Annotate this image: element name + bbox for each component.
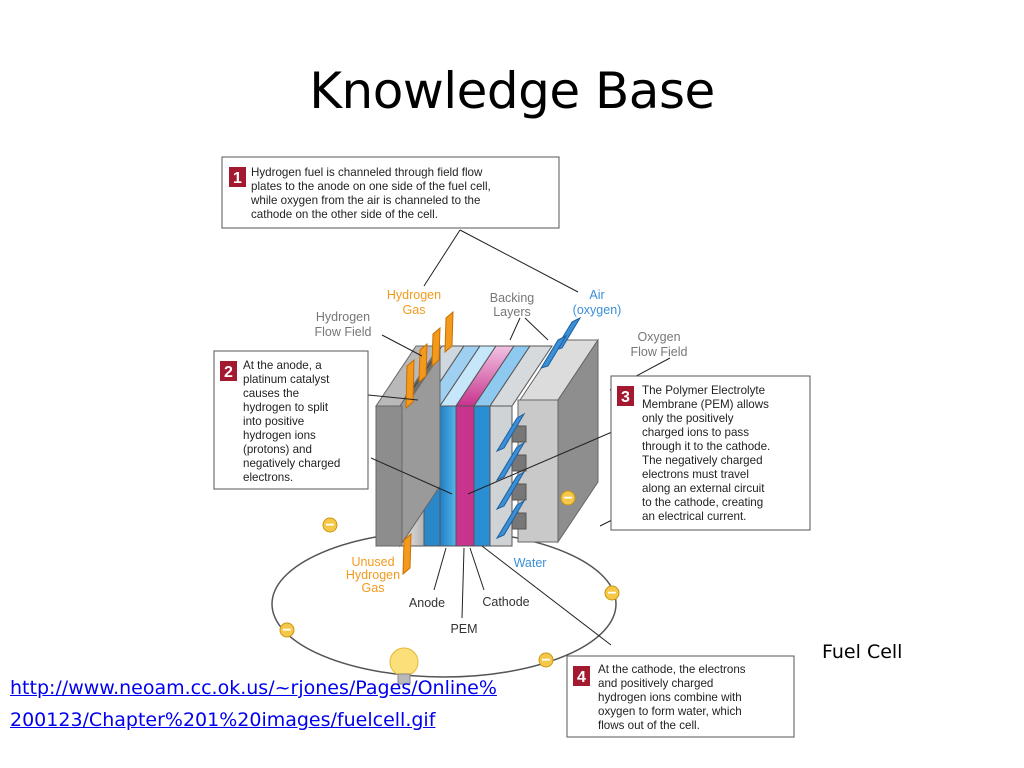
step-text-line: At the cathode, the electrons (598, 663, 746, 676)
label-air: (oxygen) (573, 303, 622, 317)
hydrogen-inflow-arrows (402, 310, 454, 576)
label-hydrogen-gas: Hydrogen (387, 288, 441, 302)
step-text-line: oxygen to form water, which (598, 705, 742, 718)
svg-text:−: − (325, 517, 334, 534)
electron-marker: − (560, 490, 576, 507)
label-unused-hydrogen: Gas (362, 581, 385, 595)
oxygen-inflow-arrows (539, 316, 582, 369)
label-backing-layers: Backing (490, 291, 535, 305)
label-hydrogen-flow-field: Flow Field (315, 325, 372, 339)
label-oxygen-flow-field: Flow Field (631, 345, 688, 359)
svg-text:−: − (282, 622, 291, 639)
label-hydrogen-gas: Gas (403, 303, 426, 317)
step-text-line: into positive (243, 415, 304, 428)
step-text-line: cathode on the other side of the cell. (251, 208, 438, 221)
label-hydrogen-flow-field: Hydrogen (316, 310, 370, 324)
step-text-line: hydrogen ions combine with (598, 691, 742, 704)
step-number: 2 (224, 364, 233, 381)
step-text-line: only the positively (642, 412, 734, 425)
step-text-line: hydrogen to split (243, 401, 329, 414)
label-backing-layers: Layers (493, 305, 531, 319)
label-anode: Anode (409, 596, 445, 610)
step-number: 1 (233, 170, 242, 187)
water-outflow-arrows (495, 412, 526, 540)
step-text-line: hydrogen ions (243, 429, 316, 442)
step-text-line: along an external circuit (642, 482, 765, 495)
step-text-line: platinum catalyst (243, 373, 330, 386)
electron-marker: − (279, 622, 295, 639)
step-4-callout: 4 At the cathode, the electrons and posi… (566, 655, 795, 738)
label-pem: PEM (450, 622, 477, 636)
step-text-line: The negatively charged (642, 454, 763, 467)
step-text-line: (protons) and (243, 443, 312, 456)
step-text-line: The Polymer Electrolyte (642, 384, 765, 397)
step-text-line: flows out of the cell. (598, 719, 700, 732)
step-text-line: Hydrogen fuel is channeled through field… (251, 166, 483, 179)
electron-marker: − (322, 517, 338, 534)
step-badge (617, 386, 634, 406)
step-text-line: At the anode, a (243, 359, 322, 372)
step-text-line: through it to the cathode. (642, 440, 770, 453)
step-text-line: to the cathode, creating (642, 496, 763, 509)
electron-marker: − (604, 585, 620, 602)
step-number: 3 (621, 389, 630, 406)
label-cathode: Cathode (482, 595, 529, 609)
light-bulb-icon (389, 647, 419, 685)
step-text-line: plates to the anode on one side of the f… (251, 180, 491, 193)
step-text-line: negatively charged (243, 457, 340, 470)
image-caption: Fuel Cell (822, 641, 903, 663)
step-1-callout: 1 Hydrogen fuel is channeled through fie… (221, 156, 560, 229)
slide-title: Knowledge Base (309, 62, 715, 120)
electrons: − − − − − (279, 490, 620, 669)
step-3-callout: 3 The Polymer Electrolyte Membrane (PEM)… (610, 375, 811, 531)
step-text-line: and positively charged (598, 677, 713, 690)
label-air: Air (589, 288, 604, 302)
step-2-callout: 2 At the anode, a platinum catalyst caus… (213, 350, 369, 490)
step-text-line: Membrane (PEM) allows (642, 398, 769, 411)
label-oxygen-flow-field: Oxygen (637, 330, 680, 344)
step-badge (229, 167, 246, 187)
step-text-line: an electrical current. (642, 510, 746, 523)
label-water: Water (514, 556, 547, 570)
step-text-line: electrons. (243, 471, 293, 484)
step-text-line: electrons must travel (642, 468, 749, 481)
source-link[interactable]: http://www.neoam.cc.ok.us/~rjones/Pages/… (10, 677, 497, 731)
label-unused-hydrogen: Unused (351, 555, 394, 569)
step-text-line: while oxygen from the air is channeled t… (250, 194, 480, 207)
svg-text:−: − (607, 585, 616, 602)
label-unused-hydrogen: Hydrogen (346, 568, 400, 582)
step-number: 4 (577, 669, 586, 686)
step-badge (220, 361, 237, 381)
electron-marker: − (538, 652, 554, 669)
step-badge (573, 666, 590, 686)
svg-text:−: − (563, 490, 572, 507)
step-text-line: charged ions to pass (642, 426, 749, 439)
svg-text:−: − (541, 652, 550, 669)
leader-lines (367, 229, 671, 646)
step-text-line: causes the (243, 387, 299, 400)
